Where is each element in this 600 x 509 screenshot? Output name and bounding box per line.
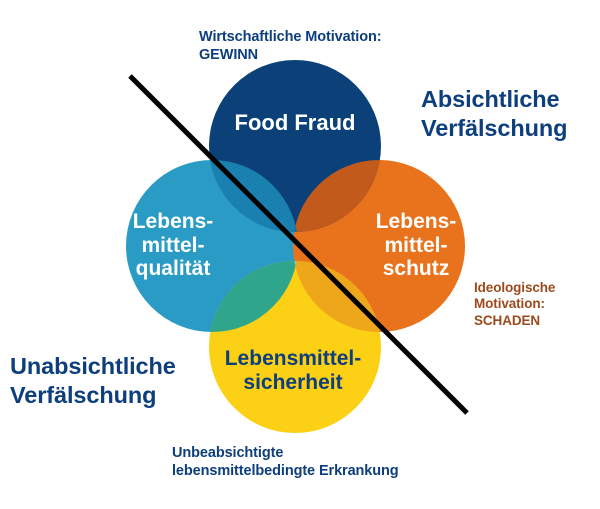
overlap-defense-fraud [293, 160, 381, 232]
label-food-fraud: Food Fraud [234, 110, 356, 135]
overlap-defense-safety [293, 261, 381, 332]
label-ideological-motivation: Ideologische Motivation: SCHADEN [474, 280, 556, 328]
label-foodborne-illness: Unbeabsichtigte lebensmittelbedingte Erk… [172, 445, 399, 479]
label-food-defense: Lebens- mittel- schutz [375, 210, 457, 281]
diagonal-divider-line [128, 74, 469, 415]
overlap-quality-safety [209, 261, 298, 332]
label-economic-motivation: Wirtschaftliche Motivation: GEWINN [199, 29, 382, 63]
label-unintentional-adulteration: Unabsichtliche Verfälschung [10, 353, 176, 408]
label-intentional-adulteration: Absichtliche Verfälschung [421, 86, 568, 141]
label-food-quality: Lebens- mittel- qualität [132, 210, 214, 281]
label-food-safety: Lebensmittel- sicherheit [224, 347, 362, 394]
